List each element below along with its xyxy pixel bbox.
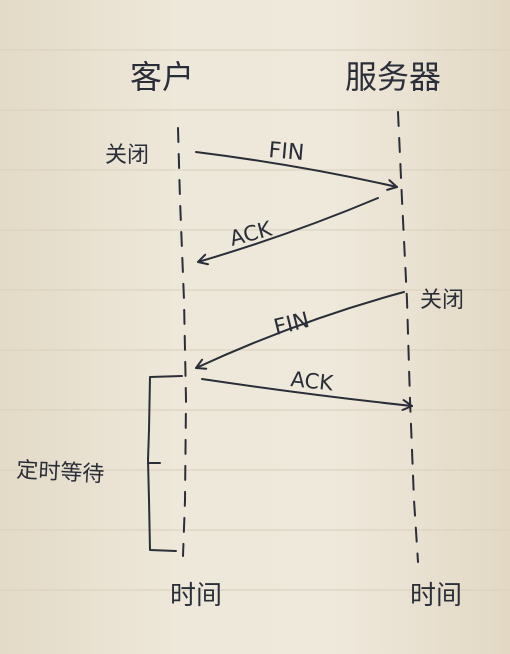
fin-server-to-client-arrow <box>195 291 405 370</box>
server-close-label: 关闭 <box>420 288 464 313</box>
client-close-label: 关闭 <box>105 143 149 168</box>
server-time-label: 时间 <box>410 581 462 611</box>
message-label-fin-1: FIN <box>267 138 305 166</box>
message-label-fin-2: FIN <box>271 308 312 341</box>
server-lifeline <box>397 111 419 563</box>
message-label-ack-1: ACK <box>227 216 275 250</box>
client-lifeline <box>177 127 188 557</box>
time-wait-label: 定时等待 <box>16 458 105 488</box>
message-label-ack-2: ACK <box>289 367 335 395</box>
ack-server-to-client-arrow <box>197 197 379 266</box>
time-wait-bracket <box>147 375 183 552</box>
client-time-label: 时间 <box>170 581 222 611</box>
ack-client-to-server-arrow <box>201 378 413 412</box>
client-participant-label: 客户 <box>130 58 194 96</box>
fin-client-to-server-arrow <box>195 151 398 191</box>
server-participant-label: 服务器 <box>345 58 441 96</box>
